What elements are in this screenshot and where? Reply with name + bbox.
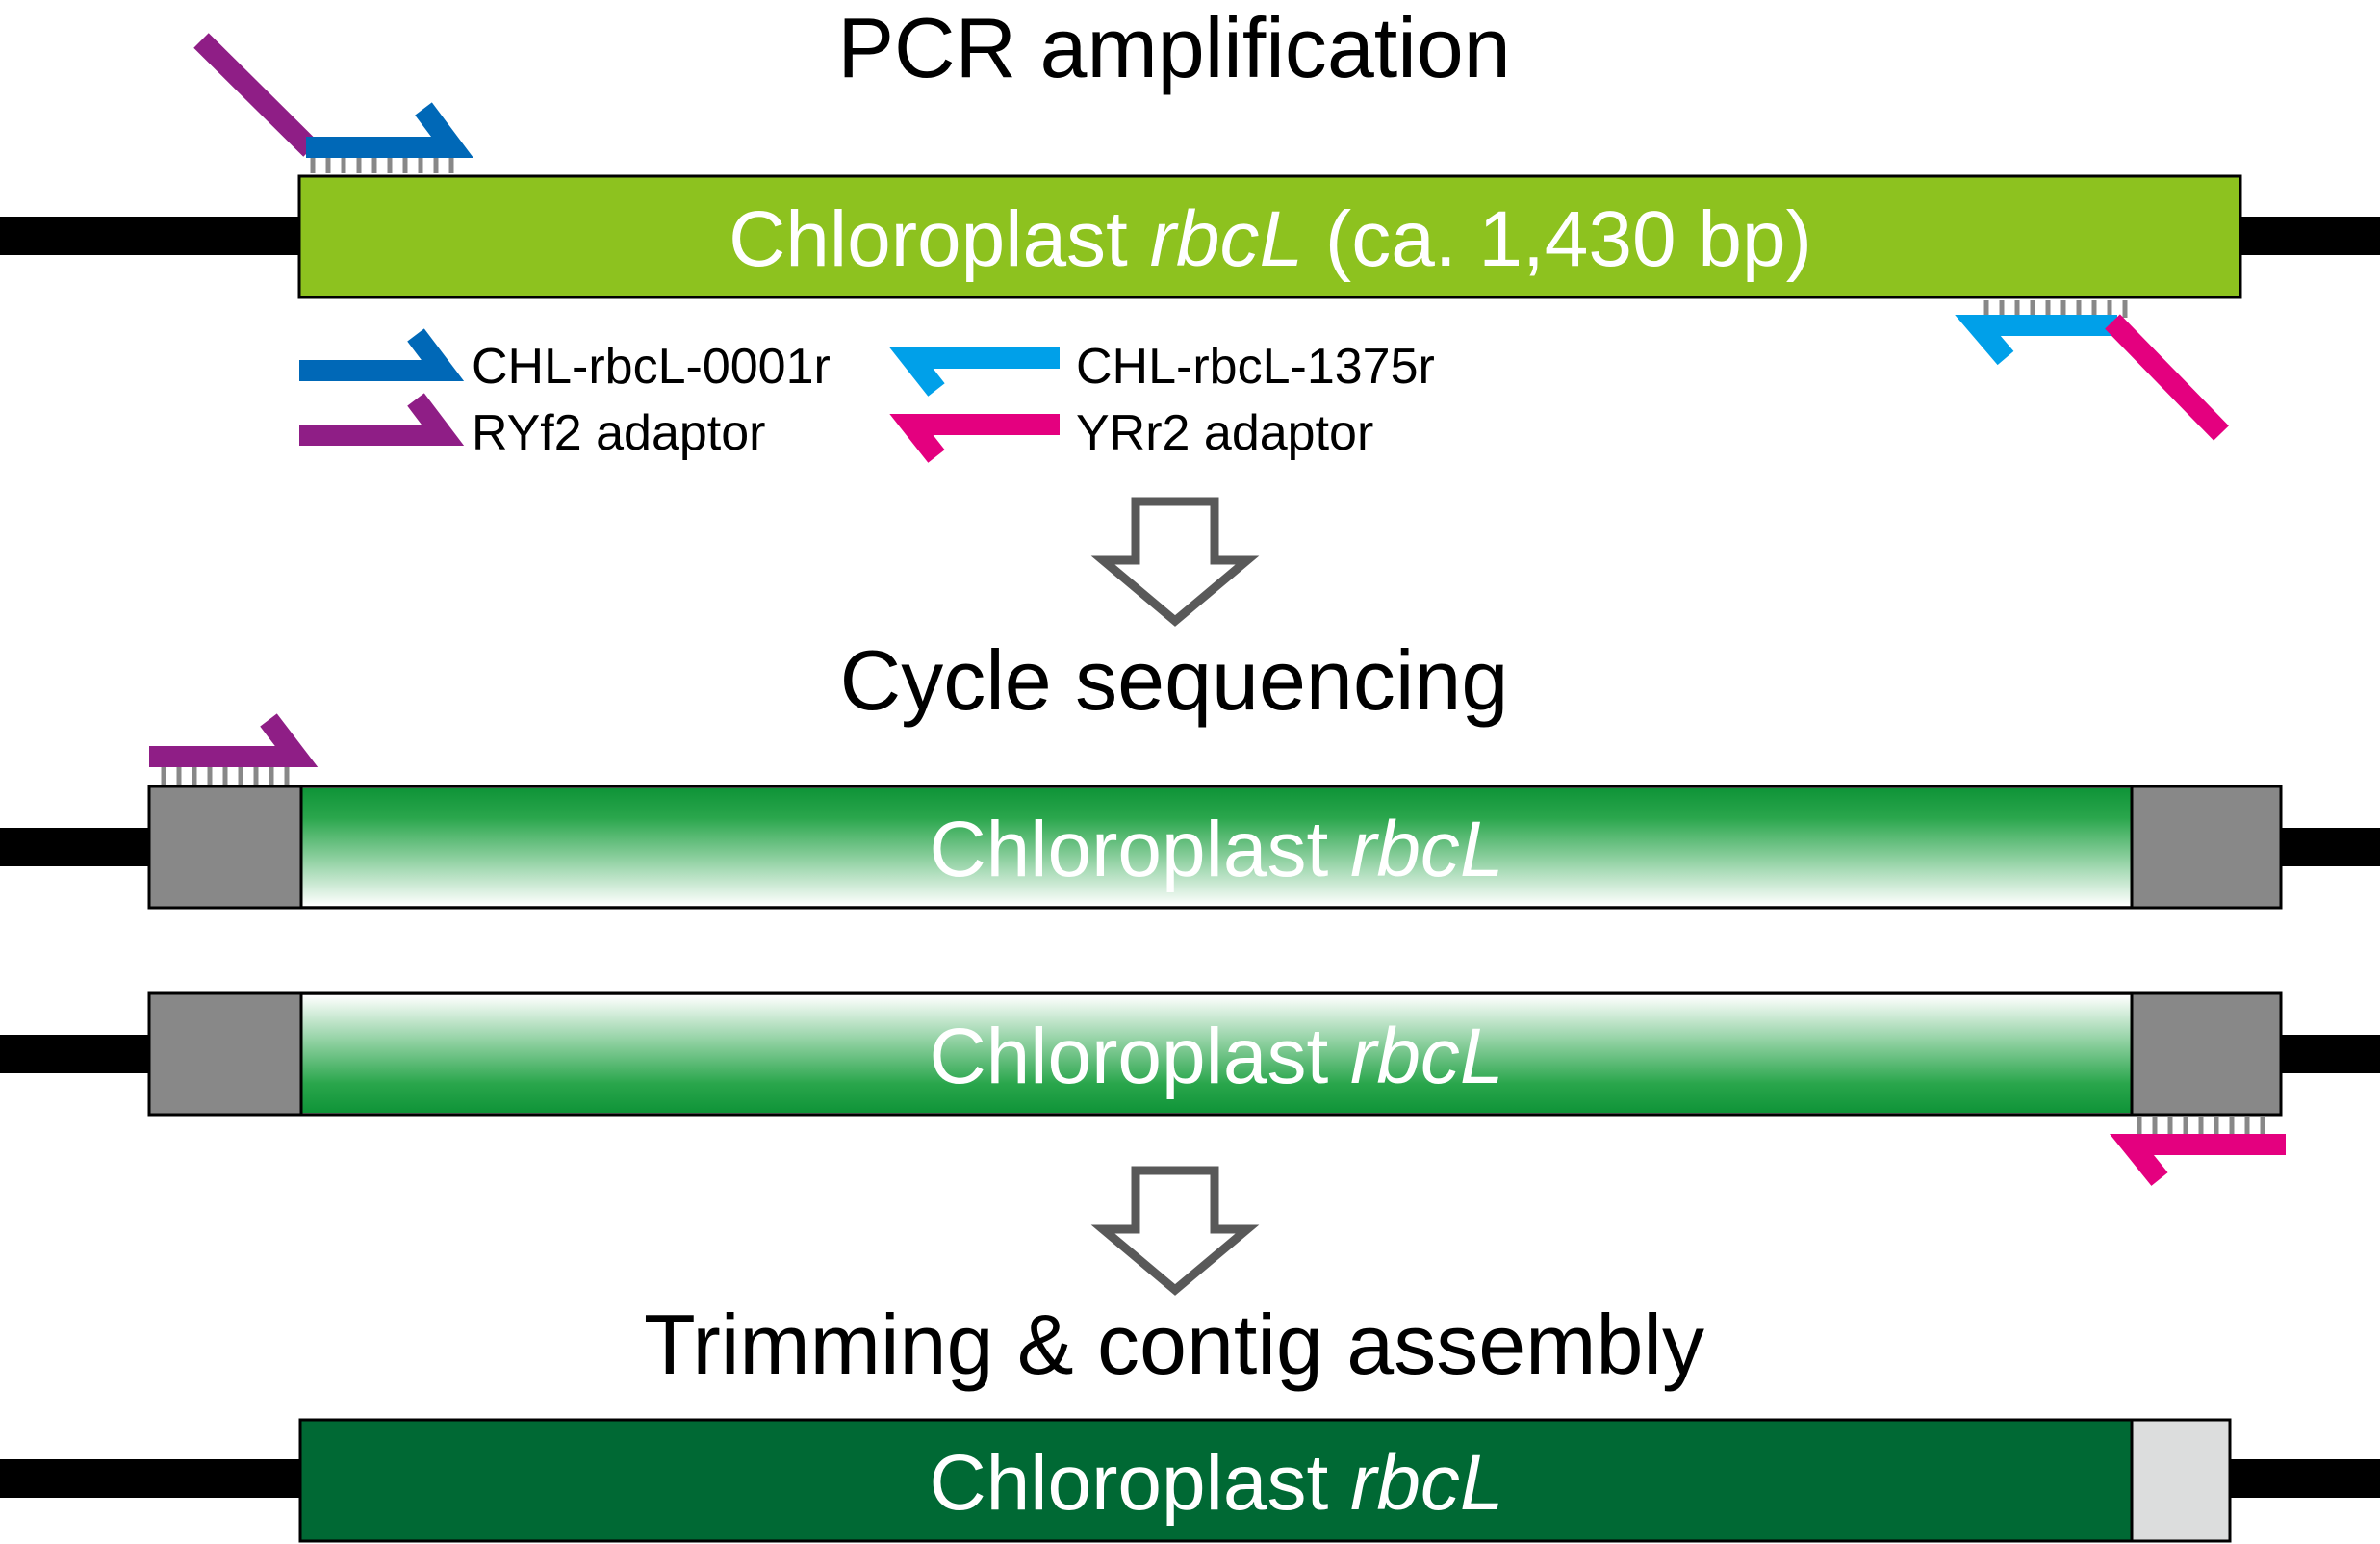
legend-reverse-primer-icon [889, 347, 1060, 397]
primer-binding-ticks [2137, 1117, 2265, 1134]
reverse-primer-arrow [1955, 315, 2117, 366]
forward-read-rbcl-region [301, 788, 2132, 906]
left-flank-line [0, 1035, 151, 1073]
down-arrow-icon [1090, 1166, 1260, 1296]
sequencing-primer-forward-arrow [149, 713, 319, 767]
reverse-adaptor-tail [2105, 314, 2229, 441]
down-arrow-icon [1090, 497, 1260, 627]
left-flank-line [0, 828, 151, 866]
pcr-rbcl-bar-label: Chloroplast rbcL (ca. 1,430 bp) [729, 195, 1812, 283]
right-flank-line [2279, 1035, 2380, 1073]
cycle-sequencing-title: Cycle sequencing [840, 632, 1509, 728]
reverse-read: Chloroplast rbcL [0, 991, 2380, 1186]
legend-reverse-primer-label: CHL-rbcL-1375r [1076, 339, 1435, 395]
forward-read: Chloroplast rbcL [0, 713, 2380, 910]
legend-reverse-adaptor-icon [889, 414, 1060, 463]
forward-read-label: Chloroplast rbcL [929, 806, 1503, 893]
forward-primer-with-adaptor [193, 33, 473, 173]
pcr-amplification-title: PCR amplification [837, 0, 1510, 95]
right-flank-line [2279, 828, 2380, 866]
legend-forward-adaptor-label: RYf2 adaptor [472, 405, 765, 461]
trimmed-region [2130, 1418, 2232, 1543]
legend-reverse-adaptor-label: YRr2 adaptor [1076, 405, 1373, 461]
left-flank-line [0, 1459, 302, 1498]
forward-primer-arrow [306, 102, 473, 158]
legend-forward-adaptor-icon [299, 393, 465, 446]
left-flank-line [0, 217, 300, 255]
forward-adaptor-tail [193, 33, 319, 157]
primer-binding-ticks [161, 767, 290, 785]
pcr-rbcl-bar [297, 174, 2242, 299]
assembly-title: Trimming & contig assembly [644, 1297, 1704, 1392]
legend-forward-primer-icon [299, 328, 465, 381]
assembled-contig: Chloroplast rbcL [0, 1418, 2380, 1543]
primer-binding-ticks [310, 157, 454, 173]
primer-legend: CHL-rbcL-0001r RYf2 adaptor CHL-rbcL-137… [299, 328, 1435, 463]
right-flank-line [2229, 1459, 2380, 1498]
reverse-primer-with-adaptor [1955, 300, 2229, 441]
right-flank-line [2239, 217, 2380, 255]
assembly-rbcl-bar-label: Chloroplast rbcL [929, 1439, 1503, 1527]
assembly-rbcl-bar [298, 1418, 2232, 1543]
sequencing-primer-reverse-arrow [2110, 1134, 2286, 1186]
reverse-read-label: Chloroplast rbcL [929, 1013, 1503, 1100]
reverse-read-rbcl-region [301, 995, 2132, 1113]
legend-forward-primer-label: CHL-rbcL-0001r [472, 339, 831, 395]
